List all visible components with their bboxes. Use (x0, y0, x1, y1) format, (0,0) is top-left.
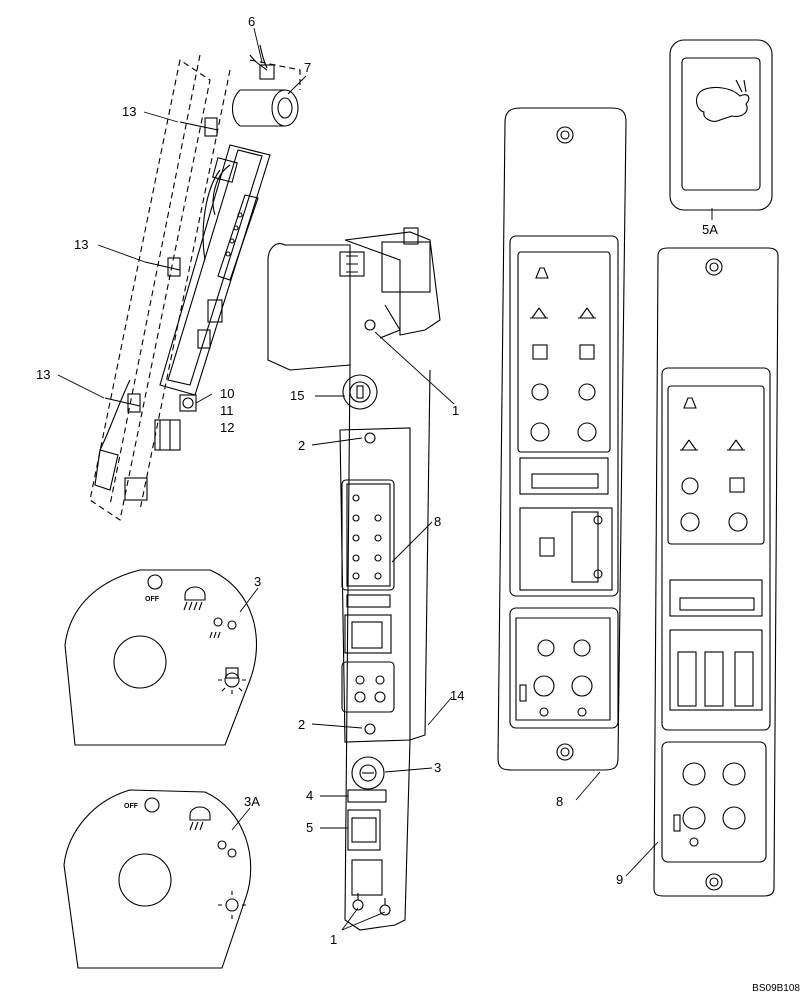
console-assembly (267, 227, 441, 931)
document-code: BS09B108 (752, 983, 800, 994)
callout-11: 11 (220, 403, 234, 418)
callout-5: 5 (306, 820, 313, 835)
light-switch-decal-3A (63, 789, 252, 969)
callout-14: 14 (450, 688, 464, 703)
callout-13-bottom: 13 (36, 367, 50, 382)
callout-1-upper: 1 (452, 403, 459, 418)
leader-lines (57, 27, 713, 931)
light-switch-decal-3 (64, 569, 257, 746)
callout-9: 9 (616, 872, 623, 887)
callout-8-right: 8 (556, 794, 563, 809)
callout-8-center: 8 (434, 514, 441, 529)
switch-7 (271, 89, 299, 127)
speed-decal-5A (669, 39, 773, 211)
callout-15: 15 (290, 388, 304, 403)
callout-5A: 5A (702, 222, 718, 237)
callout-3-decal: 3 (254, 574, 261, 589)
harness-assembly (89, 44, 301, 521)
callout-7: 7 (304, 60, 311, 75)
switch-label-off-3: OFF (145, 596, 160, 603)
indicator-panel-9 (653, 247, 779, 897)
switch-label-off-3A: OFF (124, 803, 139, 810)
callout-12: 12 (220, 420, 234, 435)
callout-2-lower: 2 (298, 717, 305, 732)
callout-labels: 6 7 13 13 13 10 11 12 15 1 2 8 2 14 3 4 … (36, 14, 718, 947)
callout-4: 4 (306, 788, 313, 803)
callout-3A: 3A (244, 794, 260, 809)
callout-2-upper: 2 (298, 438, 305, 453)
callout-1-lower: 1 (330, 932, 337, 947)
callout-6: 6 (248, 14, 255, 29)
callout-13-top: 13 (122, 104, 136, 119)
callout-13-mid: 13 (74, 237, 88, 252)
callout-10: 10 (220, 386, 234, 401)
indicator-panel-8 (497, 107, 627, 771)
callout-3-center: 3 (434, 760, 441, 775)
